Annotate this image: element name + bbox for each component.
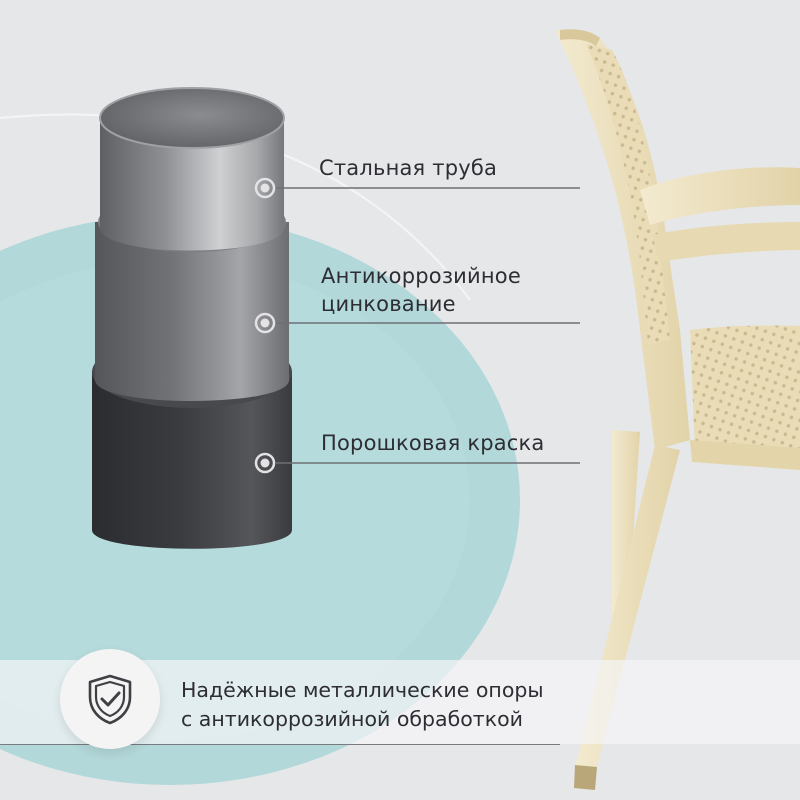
label-line: Стальная труба	[319, 156, 498, 180]
pointer-steel	[254, 177, 580, 199]
label-steel-pipe: Стальная труба	[319, 154, 497, 182]
shield-badge	[60, 649, 160, 749]
label-line: цинкование	[321, 292, 456, 316]
label-zinc-coating: Антикоррозийное цинкование	[321, 262, 521, 318]
footer-divider	[0, 744, 560, 745]
label-line: Порошковая краска	[321, 431, 545, 455]
tube-layers-illustration	[92, 87, 292, 549]
label-powder-paint: Порошковая краска	[321, 429, 545, 457]
label-line: Антикоррозийное	[321, 264, 521, 288]
pointer-zinc	[254, 312, 580, 334]
shield-check-icon	[88, 674, 132, 725]
footer-line: Надёжные металлические опоры	[181, 678, 544, 702]
footer-text: Надёжные металлические опоры с антикорро…	[181, 676, 544, 734]
footer-line: с антикоррозийной обработкой	[181, 707, 523, 731]
pointer-paint	[254, 452, 580, 474]
